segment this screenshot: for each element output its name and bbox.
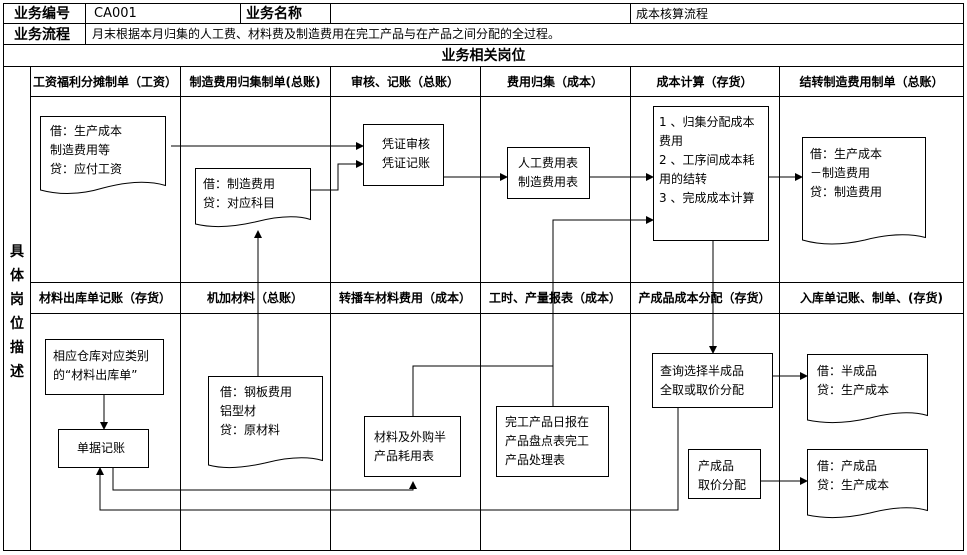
audit-post-box: 凭证审核 凭证记账 [382, 137, 431, 170]
section-title: 业务相关岗位 [441, 48, 526, 64]
col-bottom-3: 转播车材料费用（成本） [338, 291, 471, 305]
query-allocation-box: 查询选择半成品 全取或取价分配 [660, 364, 745, 397]
doc-shape-salary [40, 116, 166, 195]
doc-shape-finished [807, 449, 928, 519]
doc-shape-semi [807, 354, 928, 424]
transfer-voucher-doc: 借：生产成本 －制造费用 贷：制造费用 [810, 147, 883, 199]
rect-audit [363, 124, 444, 186]
code-label: 业务编号 [14, 6, 70, 22]
col-top-4: 费用归集（成本） [506, 74, 603, 89]
cost-calc-box: 1 、归集分配成本 费用 2 、工序间成本耗 用的结转 3 、完成成本计算 [659, 115, 755, 205]
col-top-6: 结转制造费用制单（总账） [799, 74, 944, 89]
col-top-2: 制造费用归集制单(总账) [189, 74, 321, 89]
name-value: 成本核算流程 [636, 6, 709, 21]
doc-shape-steel [208, 376, 323, 469]
doc-shape-overhead [195, 168, 311, 228]
table-border [3, 3, 964, 551]
col-bottom-1: 材料出库单记账（存货） [38, 291, 171, 305]
finished-product-doc: 借：产成品 贷：生产成本 [817, 459, 890, 492]
col-top-3: 审核、记账（总账） [350, 74, 459, 89]
rect-warehouse [45, 339, 164, 395]
flow-value: 月末根据本月归集的人工费、材料费及制造费用在完工产品与在产品之间分配的全过程。 [92, 27, 561, 41]
voucher-post-box: 单据记账 [77, 441, 126, 455]
col-top-5: 成本计算（存货） [656, 74, 753, 89]
col-bottom-2: 机加材料（总账） [206, 291, 303, 305]
flow-label: 业务流程 [14, 26, 70, 43]
doc-shape-transfer [802, 137, 926, 245]
steel-voucher-doc: 借：钢板费用 铝型材 贷：原材料 [220, 385, 293, 437]
daily-report-box: 完工产品日报在 产品盘点表完工 产品处理表 [505, 415, 590, 467]
semi-product-doc: 借：半成品 贷：生产成本 [817, 364, 890, 397]
side-label: 具 体 岗 位 描 述 [10, 244, 24, 380]
finished-allocation-box: 产成品 取价分配 [698, 459, 747, 492]
cost-tables-box: 人工费用表 制造费用表 [518, 156, 579, 189]
material-usage-box: 材料及外购半 产品耗用表 [374, 430, 447, 463]
overhead-voucher-doc: 借：制造费用 贷：对应科目 [203, 177, 276, 210]
col-top-1: 工资福利分摊制单（工资） [32, 74, 177, 89]
col-bottom-4: 工时、产量报表（成本） [488, 291, 621, 305]
col-bottom-5: 产成品成本分配（存货） [638, 291, 771, 305]
warehouse-note-box: 相应仓库对应类别 的“材料出库单” [53, 349, 150, 382]
col-bottom-6: 入库单记账、制单、(存货) [800, 291, 943, 305]
code-value: CA001 [94, 5, 137, 21]
rect-material [364, 416, 461, 477]
rect-finished-alloc [688, 449, 761, 499]
salary-voucher-doc: 借：生产成本 制造费用等 贷：应付工资 [50, 124, 123, 176]
name-label: 业务名称 [246, 6, 302, 22]
rect-daily [496, 406, 609, 477]
